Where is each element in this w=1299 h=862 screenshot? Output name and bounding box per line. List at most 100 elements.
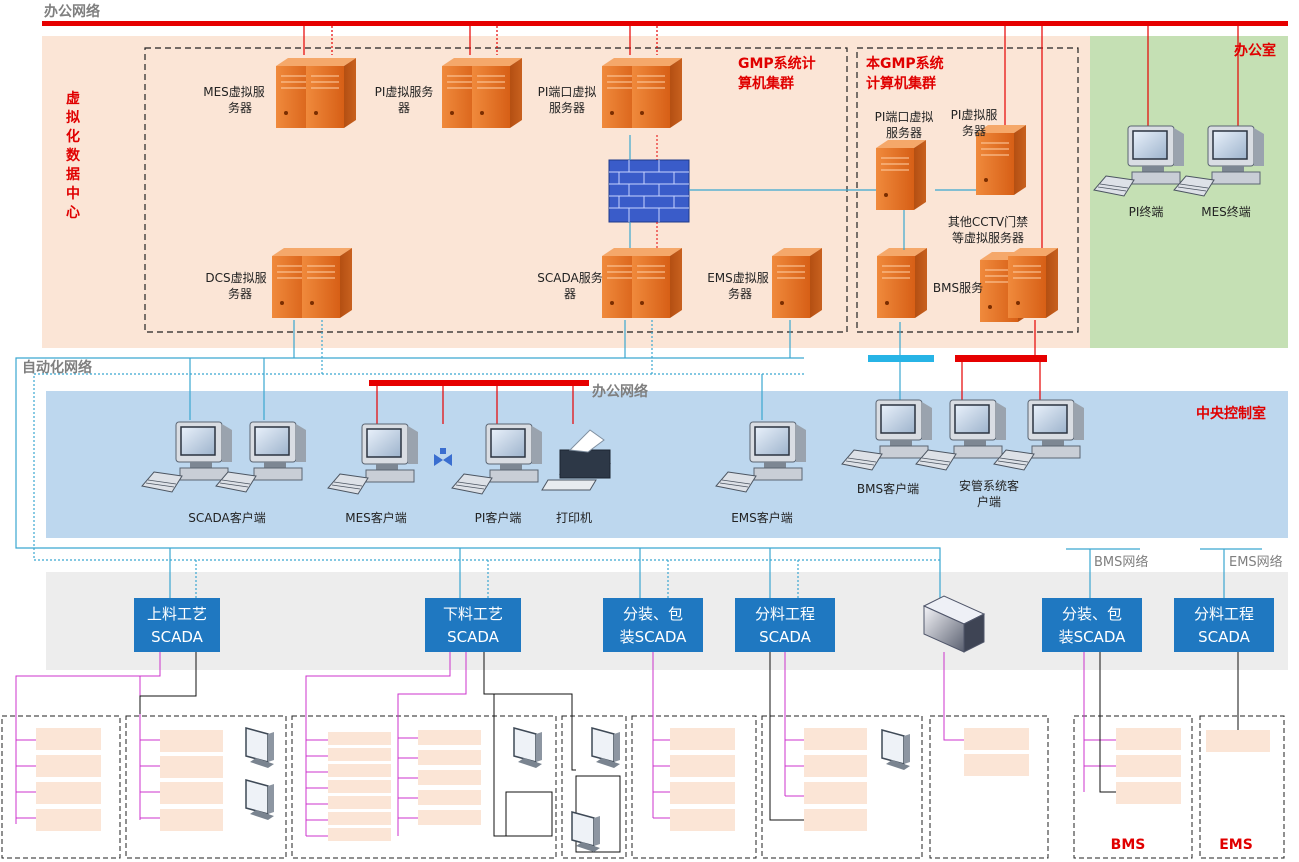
ems-network [1200, 548, 1262, 598]
security-switch-bar [955, 355, 1047, 362]
field-black-lines [139, 652, 1239, 837]
office-bus-drops [303, 26, 1239, 250]
svg-text:中: 中 [66, 185, 80, 202]
svg-text:SCADA: SCADA [447, 628, 500, 646]
bms-network [1066, 548, 1140, 598]
office-network-bus [42, 21, 1288, 26]
scada-client-label: SCADA客户端 [188, 510, 265, 525]
bms-client-label: BMS客户端 [857, 481, 919, 496]
scada-box-1[interactable]: 上料工艺 SCADA [134, 598, 220, 652]
scada-box-5[interactable]: 分装、包 装SCADA [1042, 598, 1142, 652]
office-network-mid-label: 办公网络 [592, 383, 648, 400]
scada-server-label: SCADA服务 器 [537, 270, 602, 301]
svg-text:化: 化 [66, 128, 80, 145]
svg-text:器: 器 [564, 287, 576, 301]
svg-text:分装、包: 分装、包 [1062, 605, 1122, 623]
pi-server2-label: PI虚拟服 务器 [951, 108, 998, 138]
svg-text:MES虚拟服: MES虚拟服 [203, 85, 265, 99]
automation-network-lines [15, 320, 941, 600]
svg-text:装SCADA: 装SCADA [1059, 628, 1127, 646]
pi-port-server2-label: PI端口虚拟 服务器 [875, 110, 934, 140]
svg-text:SCADA: SCADA [151, 628, 204, 646]
office-network-bus-mid [369, 380, 589, 386]
equipment-blocks [36, 728, 1270, 841]
svg-text:本GMP系统: 本GMP系统 [866, 55, 944, 72]
svg-text:据: 据 [66, 166, 80, 183]
ems-server-label: EMS虚拟服 务器 [707, 271, 769, 301]
scada-server-icon [601, 247, 683, 319]
svg-text:器: 器 [398, 101, 410, 115]
pi-client-label: PI客户端 [475, 510, 522, 525]
svg-text:SCADA: SCADA [759, 628, 812, 646]
svg-text:分料工程: 分料工程 [755, 605, 815, 623]
ems-client-label: EMS客户端 [731, 510, 793, 525]
scada-box-4[interactable]: 分料工程 SCADA [735, 598, 835, 652]
svg-text:分料工程: 分料工程 [1194, 605, 1254, 623]
svg-text:PI端口虚拟: PI端口虚拟 [875, 110, 934, 124]
bms-server-icon [979, 247, 1059, 323]
svg-text:计算机集群: 计算机集群 [866, 75, 936, 92]
svg-text:DCS虚拟服: DCS虚拟服 [205, 271, 266, 285]
svg-text:上料工艺: 上料工艺 [147, 605, 207, 623]
white-box-1 [505, 791, 553, 837]
mes-client-label: MES客户端 [345, 510, 407, 525]
mes-terminal-label: MES终端 [1201, 204, 1251, 219]
svg-text:分装、包: 分装、包 [623, 605, 683, 623]
bms-server-single-icon [876, 247, 928, 319]
svg-text:GMP系统计: GMP系统计 [738, 55, 816, 72]
firewall-icon [608, 159, 690, 223]
bms-bottom-label: BMS [1111, 837, 1146, 853]
dcs-server-icon [271, 247, 353, 319]
dcs-server-label: DCS虚拟服 务器 [205, 271, 266, 301]
office-network-label: 办公网络 [44, 3, 100, 20]
scada-box-2[interactable]: 下料工艺 SCADA [425, 598, 521, 652]
security-client-label: 安管系统客 户端 [959, 478, 1019, 509]
pi-terminal-label: PI终端 [1129, 204, 1164, 219]
svg-text:EMS虚拟服: EMS虚拟服 [707, 271, 769, 285]
svg-text:数: 数 [66, 147, 81, 164]
svg-text:其他CCTV门禁: 其他CCTV门禁 [948, 214, 1028, 229]
mes-server-icon [275, 57, 357, 129]
gateway-device-icon [922, 595, 986, 653]
pi-port-server2-icon [875, 139, 927, 211]
field-equipment-boxes [1, 715, 1285, 859]
bms-switch-bar [868, 355, 934, 362]
pi-port-server-icon [601, 57, 683, 129]
svg-text:算机集群: 算机集群 [738, 75, 794, 92]
gmp-cluster-title: GMP系统计 算机集群 [738, 55, 816, 92]
pi-server-icon [441, 57, 523, 129]
valve-icon [434, 448, 452, 466]
office-room-title: 办公室 [1234, 42, 1276, 59]
svg-text:务器: 务器 [228, 286, 252, 301]
nongmp-cluster-title: 本GMP系统 计算机集群 [866, 55, 944, 92]
pi-port-server-label: PI端口虚拟 服务器 [538, 85, 597, 115]
svg-text:务器: 务器 [728, 286, 752, 301]
svg-text:心: 心 [66, 205, 80, 221]
svg-text:虚: 虚 [66, 90, 80, 107]
scada-box-3[interactable]: 分装、包 装SCADA [603, 598, 703, 652]
datacenter-title: 虚 拟 化 数 据 中 心 [66, 90, 81, 221]
svg-text:服务器: 服务器 [886, 125, 922, 140]
svg-text:户端: 户端 [977, 494, 1001, 509]
svg-text:务器: 务器 [962, 123, 986, 138]
nongmp-cluster-box [856, 47, 1079, 333]
svg-text:SCADA服务: SCADA服务 [537, 270, 602, 285]
ems-server-icon [771, 247, 823, 319]
svg-text:PI虚拟服务: PI虚拟服务 [375, 84, 434, 99]
ems-bottom-label: EMS [1219, 837, 1253, 853]
bms-network-label: BMS网络 [1094, 554, 1148, 570]
printer-icon [541, 429, 612, 491]
automation-network-label: 自动化网络 [22, 359, 92, 376]
svg-text:服务器: 服务器 [549, 100, 585, 115]
svg-text:等虚拟服务器: 等虚拟服务器 [952, 230, 1024, 245]
pi-server-label: PI虚拟服务 器 [375, 84, 434, 115]
mes-server-label: MES虚拟服 务器 [203, 85, 265, 115]
ems-network-label: EMS网络 [1229, 554, 1283, 570]
control-room-title: 中央控制室 [1196, 405, 1266, 422]
svg-text:PI端口虚拟: PI端口虚拟 [538, 85, 597, 99]
svg-text:SCADA: SCADA [1198, 628, 1251, 646]
other-server-label: 其他CCTV门禁 等虚拟服务器 [948, 214, 1028, 245]
scada-box-6[interactable]: 分料工程 SCADA [1174, 598, 1274, 652]
bms-server-label: BMS服务 [933, 280, 983, 295]
